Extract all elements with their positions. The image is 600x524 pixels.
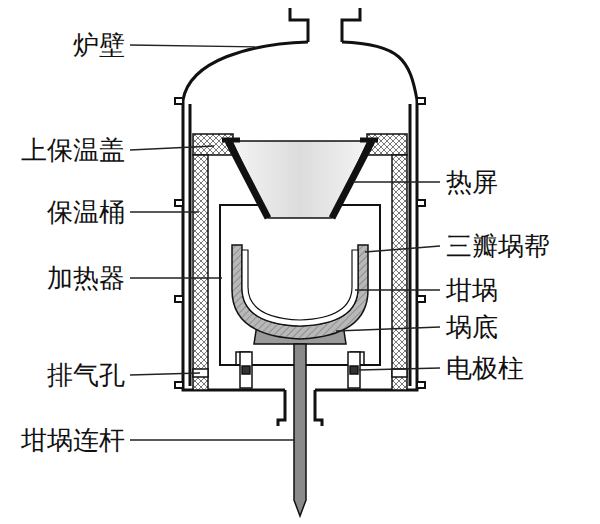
part-label: 炉壁	[73, 30, 125, 60]
part-label: 加热器	[47, 263, 125, 293]
part-label: 埚底	[446, 312, 498, 342]
heater	[220, 205, 380, 365]
crucible-wall	[232, 245, 368, 339]
part-label: 三瓣埚帮	[446, 231, 550, 261]
part-label: 保温桶	[47, 197, 125, 227]
part-label: 上保温盖	[21, 135, 125, 165]
part-label: 电极柱	[446, 353, 524, 383]
part-label: 排气孔	[47, 360, 125, 390]
crucible-rod	[294, 344, 306, 516]
leader-line	[130, 45, 440, 440]
part-label: 热屏	[446, 167, 498, 197]
heat-shield	[222, 140, 378, 218]
crucible	[242, 250, 358, 326]
part-label: 坩埚连杆	[21, 425, 125, 455]
part-label: 坩埚	[446, 275, 498, 305]
